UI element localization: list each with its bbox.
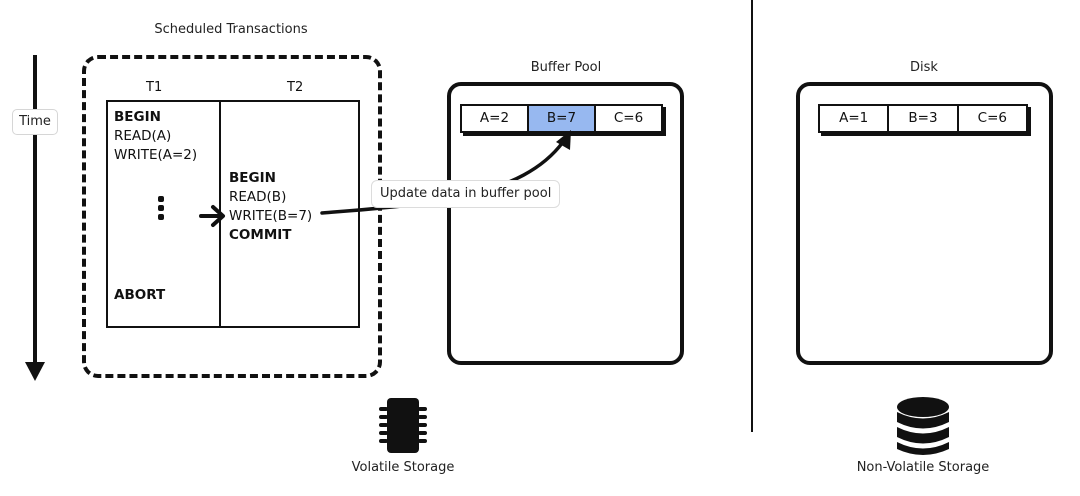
buffer-page-b: B=7 bbox=[529, 106, 596, 131]
volatile-nonvolatile-separator bbox=[751, 0, 753, 432]
non-volatile-storage-label: Non-Volatile Storage bbox=[856, 460, 990, 475]
buffer-page-c: C=6 bbox=[613, 110, 644, 126]
time-arrow bbox=[25, 55, 45, 381]
time-arrow-head-icon bbox=[25, 362, 45, 381]
memory-chip-icon bbox=[379, 398, 427, 453]
buffer-pool-pages: A=2 B=7 C=6 bbox=[460, 104, 663, 133]
scheduled-transactions-container bbox=[82, 55, 382, 378]
t1-op-begin: BEGIN bbox=[114, 109, 161, 125]
update-arrow bbox=[320, 130, 571, 215]
buffer-page-a: A=2 bbox=[462, 106, 529, 131]
t2-op-commit: COMMIT bbox=[229, 227, 292, 243]
disk-pages: A=1 B=3 C=6 bbox=[818, 104, 1028, 133]
scheduled-transactions-title: Scheduled Transactions bbox=[154, 22, 308, 37]
disk-page-a: A=1 bbox=[820, 106, 890, 131]
disk-title: Disk bbox=[910, 60, 938, 75]
t1-label: T1 bbox=[146, 80, 163, 95]
t2-op-read: READ(B) bbox=[229, 189, 287, 205]
time-label: Time bbox=[12, 109, 58, 135]
transaction-table bbox=[106, 100, 360, 328]
vertical-ellipsis-icon bbox=[158, 196, 164, 220]
arrow-right-icon bbox=[199, 205, 225, 227]
t2-op-write: WRITE(B=7) bbox=[229, 208, 313, 224]
t1-op-abort: ABORT bbox=[114, 287, 166, 303]
disk-page-c: C=6 bbox=[977, 110, 1007, 126]
update-arrow-head-icon bbox=[556, 130, 571, 150]
t2-label: T2 bbox=[287, 80, 304, 95]
buffer-pool-title: Buffer Pool bbox=[530, 60, 602, 75]
update-callout: Update data in buffer pool bbox=[371, 180, 561, 208]
volatile-storage-label: Volatile Storage bbox=[351, 460, 455, 475]
disk-page-b: B=3 bbox=[889, 106, 959, 131]
database-icon bbox=[897, 397, 949, 455]
t1-op-read: READ(A) bbox=[114, 128, 172, 144]
t2-op-begin: BEGIN bbox=[229, 170, 276, 186]
t1-op-write: WRITE(A=2) bbox=[114, 147, 198, 163]
